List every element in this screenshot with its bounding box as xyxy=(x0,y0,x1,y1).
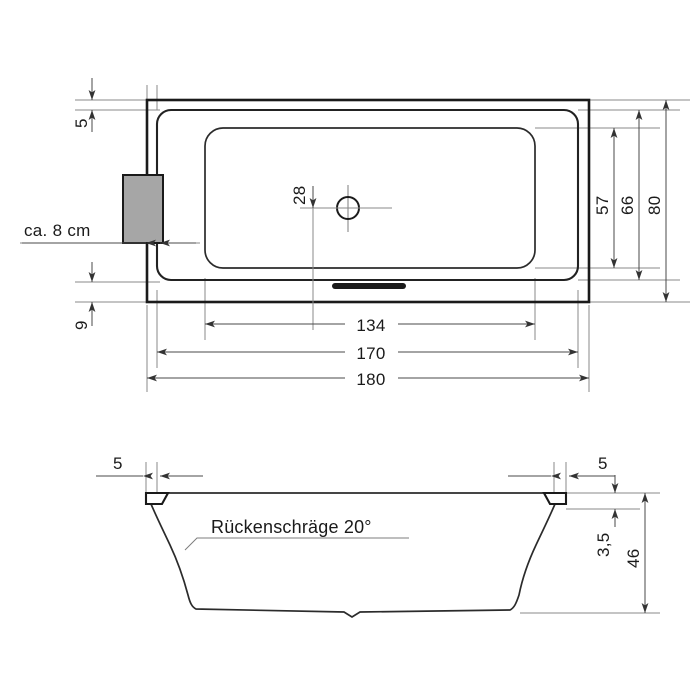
dim-label-rim-top: 5 xyxy=(72,118,91,128)
dim-label-mid-width: 66 xyxy=(618,195,637,215)
dim-drain-offset-28: 28 xyxy=(290,185,392,330)
section-view-group: Rückenschräge 20° 5 5 3,5 xyxy=(96,454,660,619)
dim-label-outer-length: 180 xyxy=(356,370,385,389)
dim-rim-bottom-9: 9 xyxy=(72,262,96,330)
note-label-back-slope: Rückenschräge 20° xyxy=(211,517,372,537)
tub-inner-basin xyxy=(204,127,536,269)
dim-label-inner-width: 57 xyxy=(593,195,612,215)
dim-section-rim-height: 3,5 xyxy=(594,475,619,557)
dim-label-section-depth: 46 xyxy=(624,548,643,568)
dim-label-rim-bottom: 9 xyxy=(72,320,91,330)
overflow-slot xyxy=(332,283,406,289)
tub-mid-edge xyxy=(155,108,580,282)
dim-outer-length-180: 180 xyxy=(147,370,589,389)
dim-outer-width-80: 80 xyxy=(645,100,670,302)
tub-section-outline xyxy=(145,492,567,619)
dim-inner-length-134: 134 xyxy=(205,316,535,335)
dim-section-rim-left-5: 5 xyxy=(96,454,203,480)
dim-inner-width-57: 57 xyxy=(593,128,618,268)
leader-back-slope xyxy=(184,537,409,551)
dim-mid-length-170: 170 xyxy=(157,344,578,363)
dim-rim-top-5: 5 xyxy=(72,78,96,132)
section-rim-right xyxy=(542,491,568,506)
section-rim-left xyxy=(144,491,170,506)
note-grip-width: ca. 8 cm xyxy=(22,221,196,247)
dim-mid-width-66: 66 xyxy=(618,110,643,280)
dim-label-section-rim-right: 5 xyxy=(598,454,608,473)
dim-label-section-rim-left: 5 xyxy=(113,454,123,473)
dim-label-inner-length: 134 xyxy=(356,316,385,335)
dim-label-section-rim-height: 3,5 xyxy=(594,532,613,557)
dim-label-drain-offset: 28 xyxy=(290,185,309,205)
dim-label-outer-width: 80 xyxy=(645,195,664,215)
dim-section-rim-right-5: 5 xyxy=(508,454,615,480)
grip-block xyxy=(122,174,164,244)
plan-view-group: 5 9 ca. 8 cm 28 xyxy=(20,78,690,392)
note-label-grip-width: ca. 8 cm xyxy=(24,221,91,240)
dim-section-depth-46: 46 xyxy=(624,493,649,613)
dim-label-mid-length: 170 xyxy=(356,344,385,363)
